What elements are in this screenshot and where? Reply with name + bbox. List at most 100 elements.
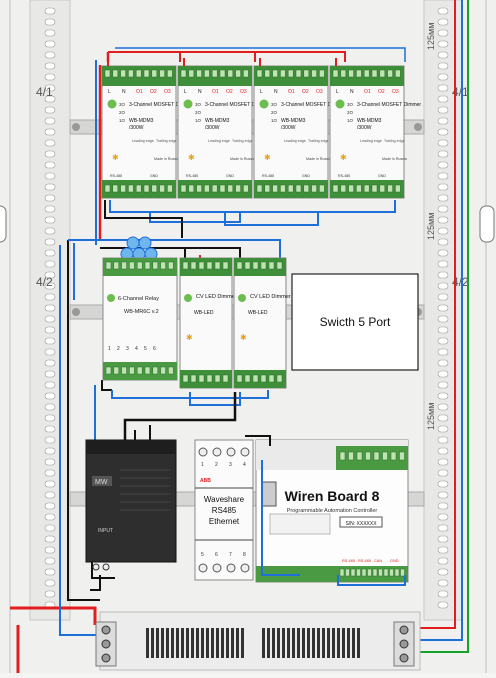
dimmer-edge: Trailing edge <box>232 139 253 143</box>
dimmer-channel: 1O <box>271 118 278 123</box>
dimmer-channel: 1O <box>347 118 354 123</box>
wb-logo-icon <box>238 294 246 302</box>
cv-led-model: WB-LED <box>194 310 214 316</box>
dimmer-edge: Trailing edge <box>384 139 405 143</box>
dimmer-channel: 3O <box>119 102 126 107</box>
dimmer-made-in: Made in Russia <box>154 157 179 161</box>
dimmer-made-in: Made in Russia <box>306 157 331 161</box>
dimmer-gnd: GND <box>150 174 158 178</box>
dimmer-power: /300W <box>129 125 144 131</box>
dimmer-title: 3-Channel MOSFET Dimmer <box>281 102 345 108</box>
sun-icon: ✱ <box>186 333 193 342</box>
wb-logo-icon <box>183 99 193 109</box>
dimmer-model: WB-MDM3 <box>129 118 154 124</box>
abb-line2: RS485 <box>212 506 237 515</box>
relay-channel-number: 3 <box>126 346 129 352</box>
dimmer-rs485: RS-485 <box>338 174 350 178</box>
dimmer-gnd: GND <box>378 174 386 178</box>
relay-model: WB-MR6C v.2 <box>124 309 159 315</box>
dimmer-terminal-label: N <box>122 89 126 95</box>
dimmer-channel: 3O <box>271 102 278 107</box>
row-label-1-right: 4/1 <box>452 85 469 99</box>
relay-channel-number: 5 <box>144 346 147 352</box>
dimmer-title: 3-Channel MOSFET Dimmer <box>129 102 193 108</box>
sun-icon: ✱ <box>188 153 195 162</box>
dimmer-edge: Leading edge <box>208 139 230 143</box>
dimmer-model: WB-MDM3 <box>281 118 306 124</box>
wb-logo-icon <box>107 99 117 109</box>
dimmer-title: 3-Channel MOSFET Dimmer <box>357 102 421 108</box>
dimmer-made-in: Made in Russia <box>230 157 255 161</box>
dimmer-terminal-label: L <box>260 89 263 95</box>
abb-terminal-number: 8 <box>243 552 246 558</box>
wb8-port-label: GND <box>390 559 399 563</box>
dimmer-terminal-label: O2 <box>378 89 385 95</box>
dimmer-terminal-label: O1 <box>364 89 371 95</box>
dimmer-terminal-label: O1 <box>136 89 143 95</box>
relay-channel-number: 2 <box>117 346 120 352</box>
dimmer-power: /300W <box>281 125 296 131</box>
dimmer-terminal-label: O2 <box>226 89 233 95</box>
dimmer-terminal-label: L <box>336 89 339 95</box>
dimmer-channel: 2O <box>271 110 278 115</box>
cv-led-title: CV LED Dimmer <box>196 294 237 300</box>
wb8-wires <box>245 435 406 586</box>
wb-logo-icon <box>259 99 269 109</box>
abb-terminal-number: 6 <box>215 552 218 558</box>
dimmer-terminal-label: O1 <box>288 89 295 95</box>
sun-icon: ✱ <box>112 153 119 162</box>
dimmer-edge: Leading edge <box>360 139 382 143</box>
psu-wires <box>90 562 115 591</box>
dimmer-model: WB-MDM3 <box>205 118 230 124</box>
dimmer-rs485: RS-485 <box>262 174 274 178</box>
psu-input-label: INPUT <box>98 528 113 534</box>
dimmer-terminal-label: N <box>350 89 354 95</box>
sun-icon: ✱ <box>264 153 271 162</box>
sun-icon: ✱ <box>340 153 347 162</box>
sun-icon: ✱ <box>240 333 247 342</box>
wb8-port-label: RS-485 <box>342 559 355 563</box>
dimmer-power: /300W <box>357 125 372 131</box>
abb-brand: ABB <box>200 478 211 484</box>
wb-logo-icon <box>184 294 192 302</box>
wb8-port-label: RS-485 <box>358 559 371 563</box>
wirenboard-8: Wiren Board 8 Programmable Automation Co… <box>255 439 409 583</box>
dimmer-terminal-label: L <box>184 89 187 95</box>
dimmer-channel: 3O <box>195 102 202 107</box>
relay-title: 6-Channel Relay <box>118 296 159 302</box>
abb-terminal-number: 5 <box>201 552 204 558</box>
dimmer-channel: 2O <box>119 110 126 115</box>
psu-brand: MW <box>95 479 108 486</box>
dimmer-terminal-label: L <box>108 89 111 95</box>
dimmer-terminal-label: O3 <box>240 89 247 95</box>
bottom-power-block <box>95 611 421 671</box>
dimmer-power: /300W <box>205 125 220 131</box>
dimmer-edge: Trailing edge <box>308 139 329 143</box>
row-label-1: 4/1 <box>36 85 53 99</box>
dimmer-edge: Leading edge <box>132 139 154 143</box>
dimmer-terminal-label: O2 <box>150 89 157 95</box>
dimmer-made-in: Made in Russia <box>382 157 407 161</box>
abb-line3: Ethernet <box>209 517 240 526</box>
dimmer-terminal-label: O2 <box>302 89 309 95</box>
rail-perforations <box>44 7 449 609</box>
dimmer-edge: Trailing edge <box>156 139 177 143</box>
abb-line1: Waveshare <box>204 495 245 504</box>
dim-label-3: 125мм <box>426 403 436 430</box>
row-label-2: 4/2 <box>36 275 53 289</box>
dim-label-1: 125мм <box>426 23 436 50</box>
dimmer-terminal-label: O1 <box>212 89 219 95</box>
wb8-subtitle: Programmable Automation Controller <box>287 508 378 514</box>
dimmer-terminal-label: O3 <box>392 89 399 95</box>
dimmer-gnd: GND <box>302 174 310 178</box>
abb-terminal-number: 4 <box>243 462 246 468</box>
dimmer-terminal-label: O3 <box>316 89 323 95</box>
wb8-title: Wiren Board 8 <box>285 488 380 504</box>
dimmer-channel: 2O <box>347 110 354 115</box>
